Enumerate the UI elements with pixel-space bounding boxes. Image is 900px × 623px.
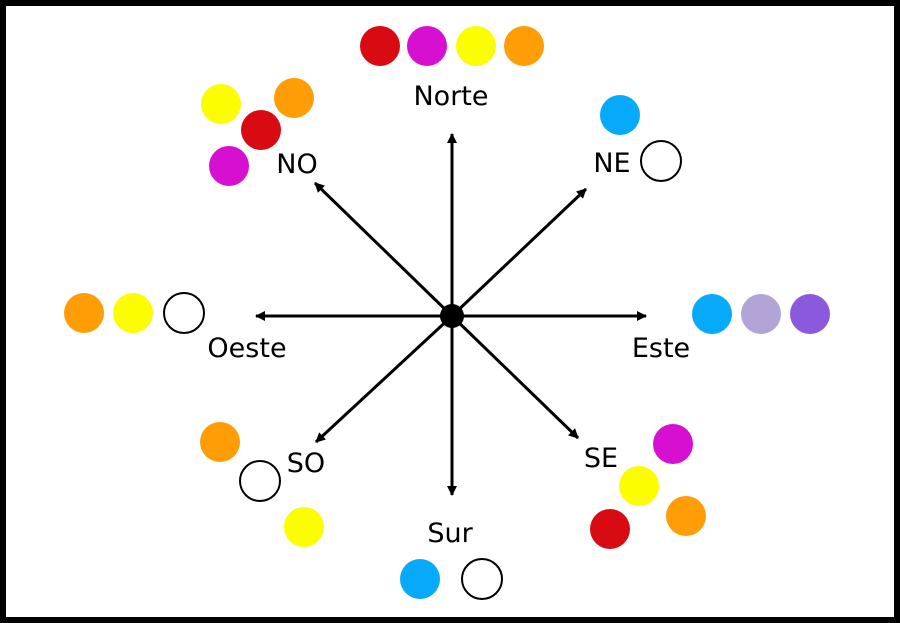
dot-noroeste-4 <box>209 146 249 186</box>
dots-noreste <box>600 95 682 182</box>
dot-sur-1 <box>400 559 440 599</box>
arrow-southeast <box>450 314 580 440</box>
dot-suroeste-1 <box>200 422 240 462</box>
label-suroeste: SO <box>287 448 325 479</box>
dots-sur <box>400 558 503 600</box>
compass-center <box>440 304 464 328</box>
dot-norte-1 <box>360 26 400 66</box>
dot-sureste-3 <box>666 496 706 536</box>
dot-noroeste-2 <box>274 78 314 118</box>
dot-norte-4 <box>504 26 544 66</box>
dots-este <box>692 294 830 334</box>
dot-suroeste-3 <box>284 507 324 547</box>
dot-norte-3 <box>456 26 496 66</box>
label-norte: Norte <box>413 81 488 112</box>
arrow-northwest <box>313 181 454 318</box>
compass-rose: Norte NE Este SE Sur SO Oeste NO <box>64 26 830 600</box>
dots-noroeste <box>201 78 314 186</box>
dot-sureste-1 <box>653 424 693 464</box>
label-sur: Sur <box>427 518 473 549</box>
dot-noroeste-3 <box>241 110 281 150</box>
label-noroeste: NO <box>276 149 317 180</box>
dot-este-2 <box>741 294 781 334</box>
arrow-southwest <box>314 314 454 444</box>
label-oeste: Oeste <box>207 333 286 364</box>
dot-este-1 <box>692 294 732 334</box>
dot-noreste-2 <box>640 140 682 182</box>
label-este: Este <box>632 333 690 364</box>
label-noreste: NE <box>593 148 630 179</box>
dot-suroeste-2 <box>239 460 281 502</box>
dot-sureste-2 <box>619 466 659 506</box>
dot-noreste-1 <box>600 95 640 135</box>
compass-diagram: Norte NE Este SE Sur SO Oeste NO <box>6 6 894 617</box>
arrow-northeast <box>450 187 588 318</box>
dot-este-3 <box>790 294 830 334</box>
dot-noroeste-1 <box>201 84 241 124</box>
dot-sureste-4 <box>590 509 630 549</box>
dot-oeste-2 <box>113 293 153 333</box>
dots-sureste <box>590 424 706 549</box>
dot-norte-2 <box>407 26 447 66</box>
dots-oeste <box>64 292 205 334</box>
dot-oeste-3 <box>163 292 205 334</box>
label-sureste: SE <box>584 443 618 474</box>
dot-sur-2 <box>461 558 503 600</box>
dots-suroeste <box>200 422 324 547</box>
dots-norte <box>360 26 544 66</box>
dot-oeste-1 <box>64 293 104 333</box>
